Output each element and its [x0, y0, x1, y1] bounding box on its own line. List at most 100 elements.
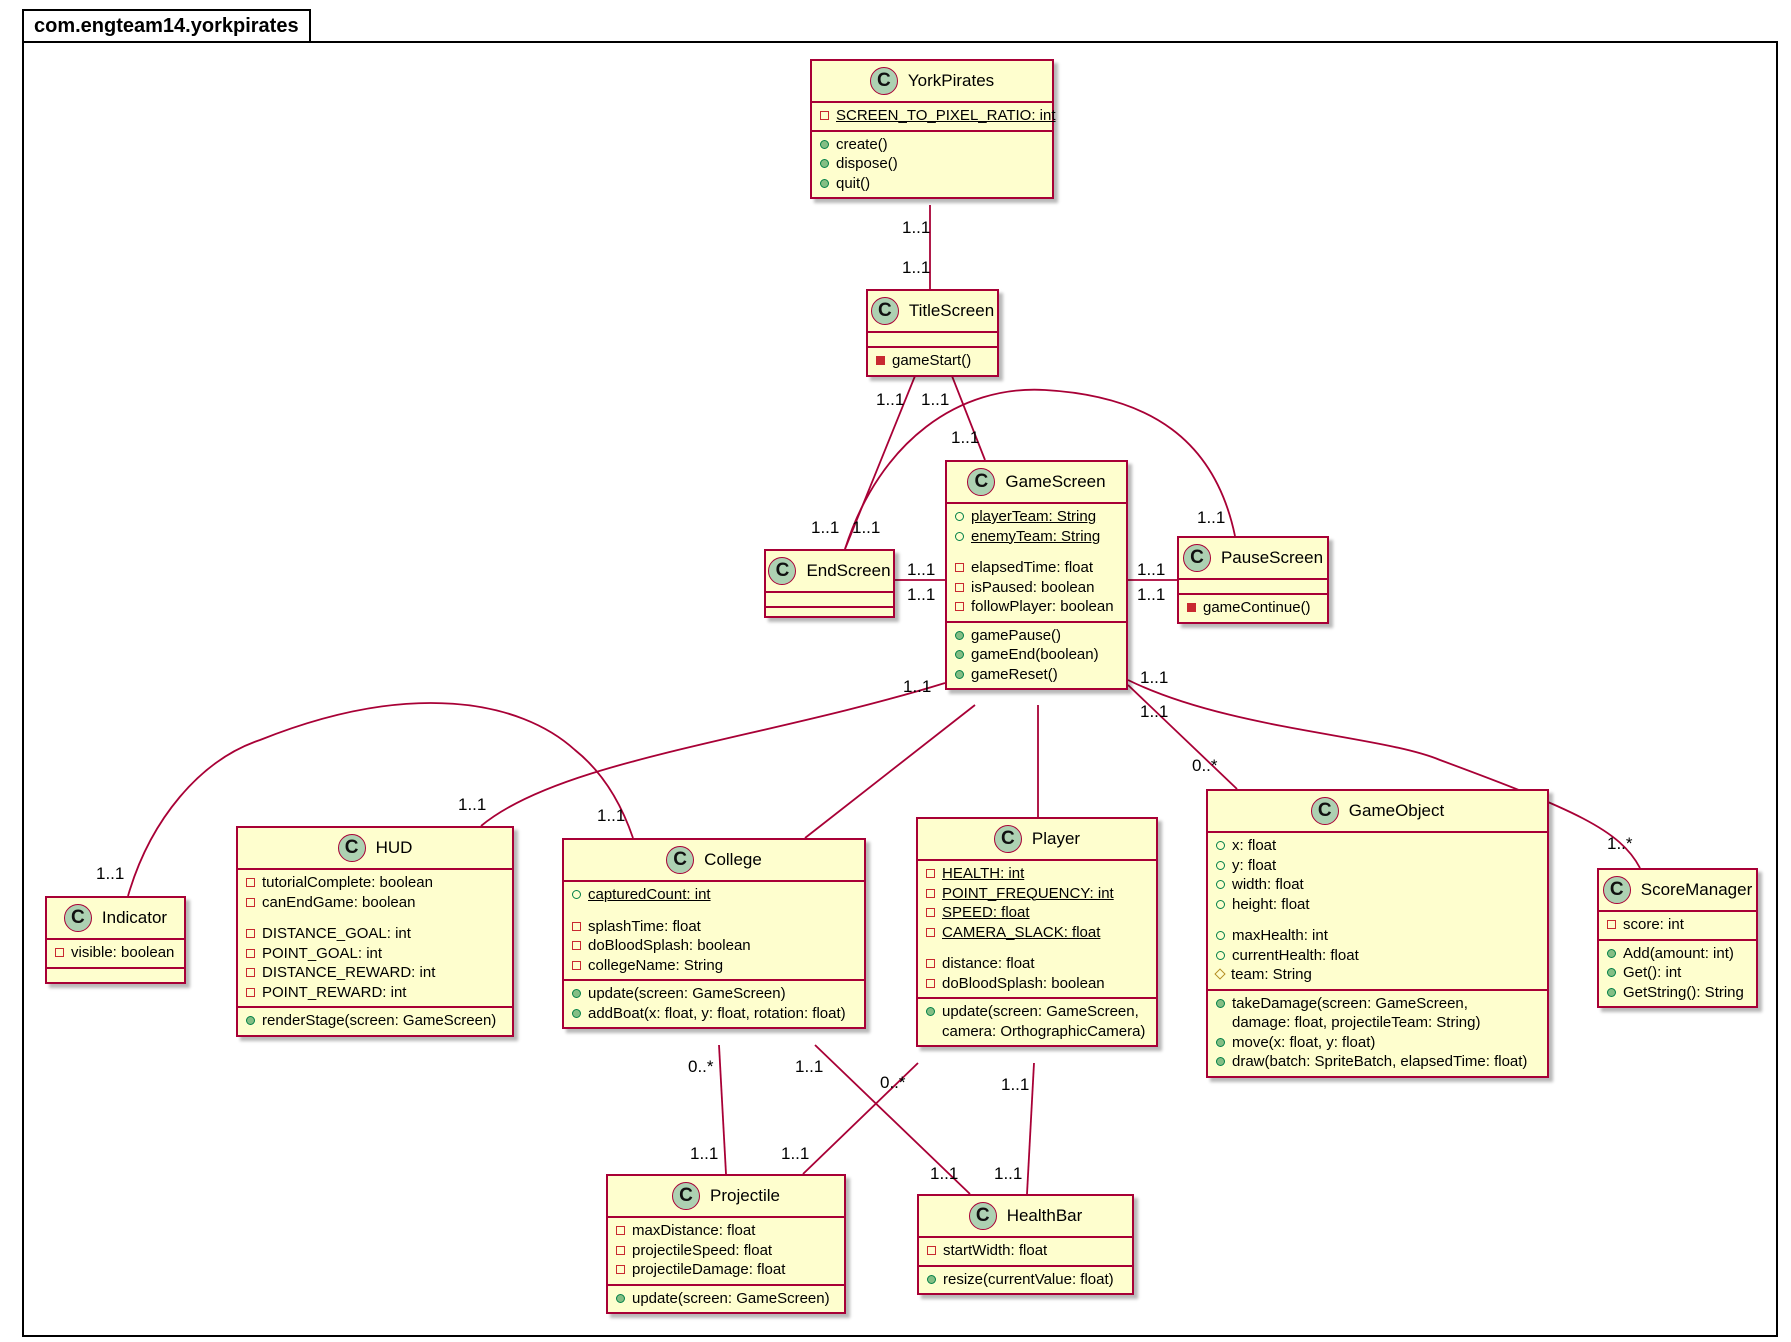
methods-section: takeDamage(screen: GameScreen, damage: f… — [1208, 988, 1547, 1076]
mult-indicator-top: 1..1 — [96, 864, 125, 883]
attribute: isPaused: boolean — [955, 578, 1120, 598]
method: gameStart() — [876, 351, 991, 371]
public-visibility-icon — [572, 989, 581, 998]
private-visibility-icon — [246, 878, 255, 887]
mult-gameobject-top: 0..* — [1192, 756, 1218, 775]
mult-gamescreen-gameobject: 1..1 — [1140, 668, 1169, 687]
member-text: HEALTH: int — [942, 865, 1025, 882]
attribute: enemyTeam: String — [955, 527, 1120, 547]
mult-yorkpirates-titlescreen-bottom: 1..1 — [902, 258, 931, 277]
member-text: dispose() — [836, 155, 898, 172]
class-stereotype-icon: C — [666, 846, 695, 874]
link-gamescreen-hud — [480, 682, 946, 827]
member-text: DISTANCE_REWARD: int — [262, 964, 436, 981]
public-visibility-icon — [572, 1008, 581, 1018]
methods-section — [47, 966, 184, 982]
public-visibility-icon — [1216, 880, 1225, 889]
attribute: maxHealth: int — [1216, 926, 1541, 946]
private-visibility-icon — [926, 869, 935, 878]
link-college-healthbar — [814, 1044, 971, 1195]
attributes-section: startWidth: float — [919, 1236, 1132, 1265]
attribute: SPEED: float — [926, 903, 1150, 923]
attributes-section: visible: boolean — [47, 938, 184, 967]
class-name: GameObject — [1348, 801, 1445, 820]
member-text: takeDamage(screen: GameScreen, damage: f… — [1232, 994, 1481, 1032]
attribute: DISTANCE_REWARD: int — [246, 963, 506, 983]
attribute: collegeName: String — [572, 956, 858, 976]
attributes-section: score: int — [1599, 910, 1756, 939]
class-stereotype-icon: C — [869, 67, 898, 95]
member-text: doBloodSplash: boolean — [942, 974, 1105, 992]
mult-healthbar-college: 1..1 — [930, 1164, 959, 1183]
public-visibility-icon — [1607, 948, 1616, 958]
member-text: elapsedTime: float — [971, 559, 1094, 576]
methods-section: gamePause()gameEnd(boolean)gameReset() — [947, 620, 1126, 689]
member-text: canEndGame: boolean — [262, 893, 416, 911]
method: takeDamage(screen: GameScreen, damage: f… — [1216, 994, 1541, 1033]
attributes-section — [868, 331, 997, 346]
attribute: doBloodSplash: boolean — [926, 974, 1150, 994]
member-text: update(screen: GameScreen, camera: Ortho… — [942, 1003, 1146, 1040]
private-visibility-icon — [616, 1245, 625, 1255]
member-text: Get(): int — [1623, 964, 1682, 981]
attribute: elapsedTime: float — [955, 558, 1120, 578]
package-tab: com.engteam14.yorkpirates — [22, 9, 311, 41]
public-visibility-icon — [1216, 899, 1225, 909]
method: addBoat(x: float, y: float, rotation: fl… — [572, 1004, 858, 1024]
member-text: resize(currentValue: float) — [943, 1270, 1114, 1288]
private-visibility-icon — [246, 929, 255, 938]
link-gamescreen-gameobject — [1127, 684, 1238, 790]
class-stereotype-icon: C — [337, 834, 366, 862]
public-visibility-icon — [1216, 931, 1225, 940]
member-text: SCREEN_TO_PIXEL_RATIO: int — [836, 107, 1056, 124]
member-text: capturedCount: int — [588, 886, 711, 903]
member-text: x: float — [1232, 837, 1277, 854]
attribute: capturedCount: int — [572, 885, 858, 905]
mult-endscreen-gamescreen-a: 1..1 — [907, 560, 936, 579]
attribute: projectileDamage: float — [616, 1260, 838, 1280]
member-text: visible: boolean — [71, 944, 175, 961]
attribute: score: int — [1607, 915, 1750, 935]
private-visibility-icon — [246, 948, 255, 958]
public-visibility-icon — [1216, 1057, 1225, 1066]
member-text: gameEnd(boolean) — [971, 646, 1099, 663]
class-stereotype-icon: C — [870, 297, 899, 325]
mult-endscreen-pausescreen: 1..1 — [852, 518, 881, 537]
class-name: College — [704, 850, 762, 869]
methods-section — [766, 606, 893, 621]
public-visibility-icon — [955, 669, 964, 679]
public-visibility-icon — [1216, 860, 1225, 870]
class-name: TitleScreen — [908, 301, 995, 320]
member-text: tutorialComplete: boolean — [262, 874, 433, 891]
method: update(screen: GameScreen) — [616, 1289, 838, 1309]
class-name: YorkPirates — [907, 71, 995, 90]
attribute: POINT_REWARD: int — [246, 983, 506, 1003]
methods-section: create()dispose()quit() — [812, 129, 1052, 198]
class-header: C College — [564, 840, 864, 880]
link-gamescreen-scoremanager — [1127, 679, 1641, 869]
class-stereotype-icon: C — [967, 468, 996, 496]
member-text: Add(amount: int) — [1623, 944, 1734, 962]
methods-section: resize(currentValue: float) — [919, 1264, 1132, 1294]
member-text: width: float — [1232, 876, 1304, 893]
member-text: startWidth: float — [943, 1242, 1048, 1259]
attribute: startWidth: float — [927, 1241, 1126, 1261]
public-visibility-icon — [1216, 998, 1225, 1008]
mult-pausescreen-endscreen: 1..1 — [1197, 508, 1226, 527]
public-visibility-icon — [820, 139, 829, 149]
attribute: x: float — [1216, 836, 1541, 856]
package-frame — [22, 41, 1778, 1337]
methods-section: update(screen: GameScreen) — [608, 1283, 844, 1313]
mult-gamescreen-pausescreen-b: 1..1 — [1137, 585, 1166, 604]
